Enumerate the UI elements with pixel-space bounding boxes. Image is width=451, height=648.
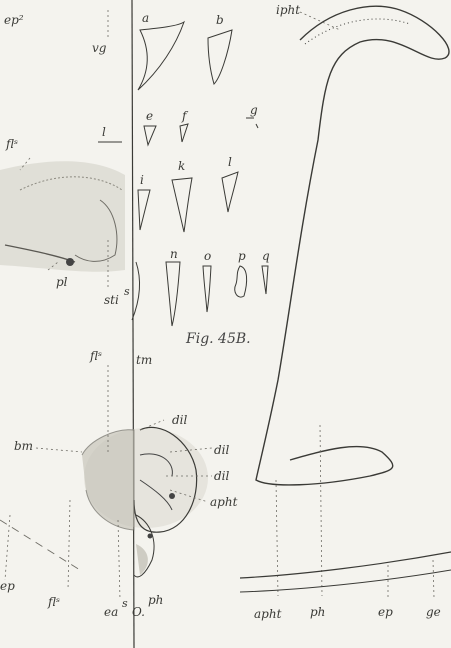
label-ipht-top: ipht — [276, 4, 300, 16]
leader-lines — [5, 10, 434, 600]
label-dil-3: dil — [214, 470, 229, 482]
label-fls-left: flˢ — [6, 138, 18, 150]
label-bm: bm — [14, 440, 33, 452]
label-ep-right: ep — [378, 606, 393, 618]
label-dil-2: dil — [214, 444, 229, 456]
label-l-right: l — [228, 156, 232, 168]
tooth-g — [246, 118, 258, 128]
label-ep2: ep² — [4, 14, 24, 26]
label-k: k — [178, 160, 185, 172]
tooth-o — [203, 266, 211, 312]
label-ea-sup: s — [122, 598, 128, 609]
tooth-k — [172, 178, 192, 232]
label-e: e — [146, 110, 153, 122]
label-O: O. — [132, 606, 145, 618]
label-fls-mid: flˢ — [90, 350, 102, 362]
tooth-f — [180, 124, 188, 142]
upper-left-organ — [0, 161, 125, 272]
label-a: a — [142, 12, 149, 24]
tooth-q — [262, 266, 268, 294]
label-ph-right: ph — [310, 606, 325, 618]
tooth-series — [132, 22, 268, 326]
figure-caption: Fig. 45B. — [186, 332, 251, 346]
label-p-small: p — [238, 250, 246, 262]
label-n: n — [170, 248, 178, 260]
ge-lines — [240, 552, 451, 592]
label-sti: sti — [104, 294, 119, 306]
label-apht-mid: apht — [210, 496, 237, 508]
tooth-a — [138, 22, 184, 90]
ipht-outline — [256, 6, 449, 485]
central-divider-line — [132, 0, 134, 648]
label-b: b — [216, 14, 224, 26]
label-dil-top: dil — [172, 414, 187, 426]
label-ph-bottom: ph — [148, 594, 163, 606]
tooth-b — [208, 30, 232, 84]
tooth-l — [222, 172, 238, 212]
tooth-n — [166, 262, 180, 326]
label-o: o — [204, 250, 211, 262]
left-slant-line — [0, 520, 80, 570]
lower-organ — [82, 427, 208, 576]
tooth-i — [138, 190, 150, 230]
tooth-p — [235, 266, 247, 297]
label-l-left: l — [102, 126, 106, 138]
label-f: f — [182, 110, 186, 122]
label-g: g — [250, 104, 258, 116]
label-apht-bottom: apht — [254, 608, 281, 620]
label-tm: tm — [136, 354, 152, 366]
label-pl: pl — [56, 276, 68, 288]
label-vg: vg — [92, 42, 106, 54]
label-q: q — [262, 250, 270, 262]
label-ep-left: ep — [0, 580, 15, 592]
label-s-sup: s — [124, 286, 130, 297]
label-fls-bottom: flˢ — [48, 596, 60, 608]
tooth-e — [144, 126, 156, 145]
label-ge: ge — [426, 606, 441, 618]
label-i: i — [140, 174, 144, 186]
label-ea: ea — [104, 606, 118, 618]
